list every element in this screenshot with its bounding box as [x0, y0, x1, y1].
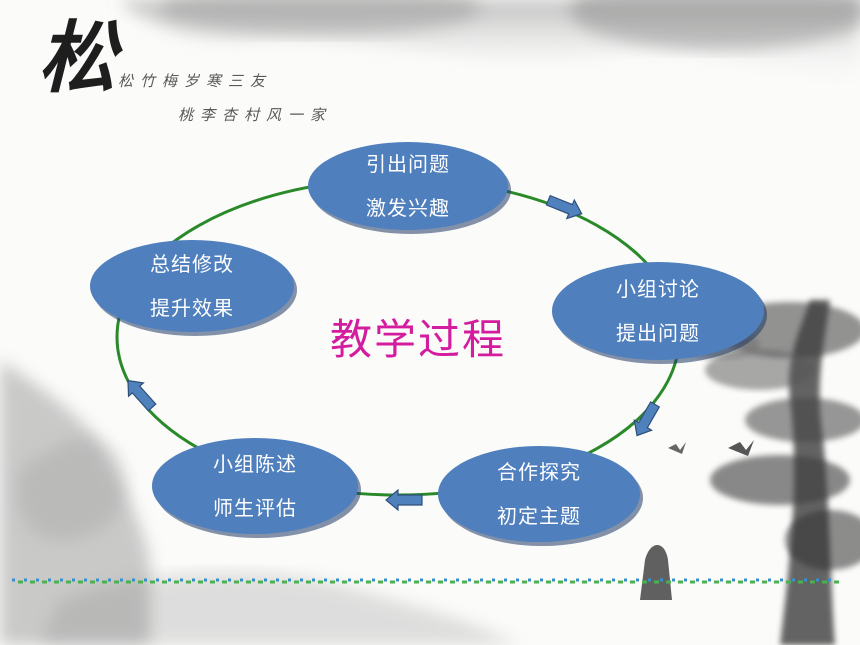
- calligraphy-logo: 松: [38, 13, 117, 104]
- node-line: 引出问题: [366, 152, 450, 176]
- arrow-1-icon: [545, 194, 583, 220]
- bird-icon: [668, 442, 686, 454]
- node-line: 师生评估: [213, 496, 297, 520]
- node-group-presentation: 小组陈述 师生评估: [152, 438, 358, 534]
- node-intro: 引出问题 激发兴趣: [308, 142, 508, 230]
- node-line: 提升效果: [150, 296, 234, 320]
- arrow-4-icon: [127, 379, 157, 412]
- node-line: 初定主题: [497, 504, 581, 528]
- node-cooperative-inquiry: 合作探究 初定主题: [438, 446, 640, 542]
- header-line-1: 松竹梅岁寒三友: [118, 72, 273, 90]
- node-summary: 总结修改 提升效果: [90, 240, 294, 332]
- header-line-2: 桃李杏村风一家: [178, 106, 333, 124]
- node-group-discussion: 小组讨论 提出问题: [552, 262, 764, 360]
- node-line: 合作探究: [497, 460, 581, 484]
- node-line: 小组讨论: [616, 277, 700, 301]
- node-line: 激发兴趣: [366, 196, 450, 220]
- figure-silhouette: [640, 545, 672, 600]
- bird-icon: [728, 440, 754, 456]
- center-title: 教学过程: [329, 315, 506, 364]
- node-line: 提出问题: [616, 321, 700, 345]
- node-line: 小组陈述: [213, 452, 297, 476]
- node-line: 总结修改: [150, 252, 234, 276]
- arrow-3-icon: [385, 488, 423, 512]
- arrow-2-icon: [633, 401, 661, 437]
